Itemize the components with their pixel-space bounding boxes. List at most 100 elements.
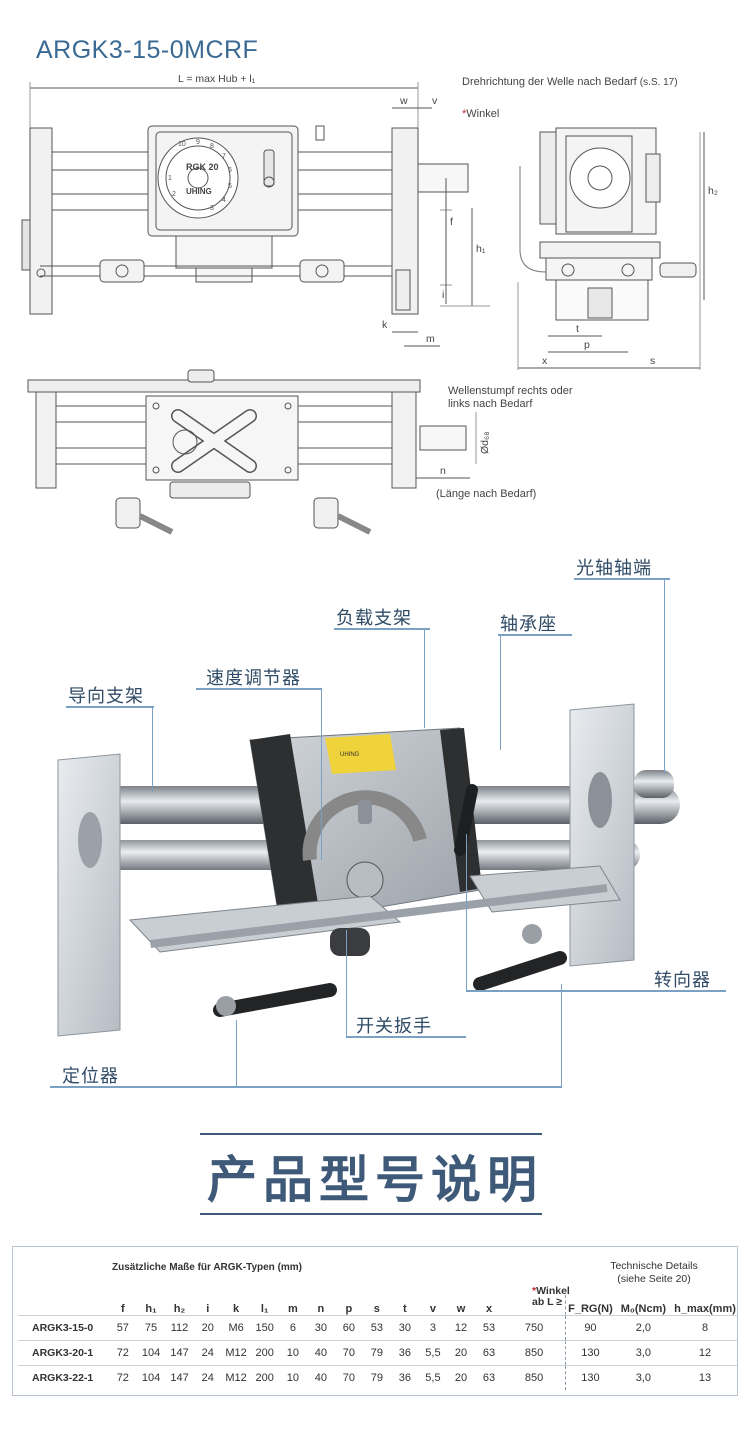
winkel-header-line: ab L ≥ (532, 1296, 563, 1308)
table-cell: 53 (362, 1314, 391, 1340)
table-cell: 36 (390, 1339, 419, 1365)
table-cell-tech: 130 (565, 1364, 615, 1390)
dial-number: 2 (172, 191, 176, 198)
table-cell: 150 (250, 1314, 279, 1340)
table-cell: 6 (278, 1314, 307, 1340)
table-cell: 10 (278, 1339, 307, 1365)
leader-line (346, 930, 347, 1036)
header-hmax: h_max(mm) (674, 1302, 736, 1315)
header-m0: M₀(Ncm) (620, 1302, 667, 1315)
leader-line (500, 634, 501, 750)
dim-f: f (450, 216, 453, 228)
dial-brand: UHING (186, 187, 212, 196)
dim-k: k (382, 319, 388, 331)
label-bearing-seat: 轴承座 (500, 614, 557, 634)
dial-number: 5 (228, 183, 232, 190)
leader-line (561, 984, 562, 1086)
table-cell: 40 (306, 1339, 335, 1365)
table-row: ARGK3-22-1 72 104 147 24 M12 200 10 40 7… (18, 1364, 738, 1390)
table-cell: M12 (221, 1364, 251, 1390)
label-underline (466, 990, 726, 992)
table-cell: 12 (447, 1314, 476, 1340)
dim-m: m (426, 333, 435, 345)
header-w: w (456, 1302, 466, 1315)
header-n: n (317, 1302, 325, 1315)
label-underline (574, 578, 670, 580)
label-underline (498, 634, 572, 636)
dim-h2: h₂ (708, 185, 718, 197)
table-cell: 60 (334, 1314, 363, 1340)
shaft-note-line: Wellenstumpf rechts oder (448, 385, 573, 397)
table-cell-winkel: 850 (503, 1364, 566, 1390)
table-cell: 200 (250, 1339, 279, 1365)
header-h1: h₁ (145, 1302, 157, 1315)
label-reverser: 转向器 (654, 970, 711, 990)
table-cell-tech: 3,0 (614, 1364, 673, 1390)
label-underline (334, 628, 430, 630)
winkel-note-text: Winkel (466, 108, 500, 120)
heading-rule-top (200, 1133, 542, 1135)
table-cell: M12 (221, 1339, 251, 1365)
spec-table: f h₁ h₂ i k l₁ m n p s t v w x F_RG(N) M… (18, 1295, 738, 1390)
header-i: i (206, 1302, 210, 1315)
photo-label-text: UHING (340, 752, 360, 758)
rotation-note-ref: (s.S. 17) (639, 77, 678, 88)
winkel-header-line: Winkel (536, 1285, 570, 1297)
table-cell: 53 (475, 1314, 504, 1340)
table-cell: 79 (362, 1364, 391, 1390)
cell-model: ARGK3-20-1 (18, 1339, 109, 1365)
dial-number: 9 (196, 139, 200, 146)
label-guide-bracket: 导向支架 (68, 686, 144, 706)
dial-number: 4 (222, 197, 226, 204)
dim-h1: h₁ (476, 243, 486, 255)
table-cell-winkel: 750 (503, 1314, 566, 1340)
table-caption-left: Zusätzliche Maße für ARGK-Typen (mm) (112, 1262, 303, 1273)
table-cell: 70 (334, 1339, 363, 1365)
header-m: m (288, 1302, 298, 1315)
table-cell: M6 (221, 1314, 251, 1340)
leader-line (152, 706, 153, 792)
header-frg: F_RG(N) (565, 1295, 615, 1315)
header-v: v (429, 1302, 436, 1315)
dial-number: 10 (178, 141, 186, 148)
dim-v: v (432, 95, 438, 107)
table-cell: 36 (390, 1364, 419, 1390)
caption-right-line: Technische Details (610, 1260, 698, 1272)
table-caption-right: Technische Details (siehe Seite 20) (594, 1260, 714, 1286)
table-cell: 147 (165, 1364, 194, 1390)
table-header-row: f h₁ h₂ i k l₁ m n p s t v w x F_RG(N) M… (18, 1295, 738, 1315)
table-cell: 20 (447, 1364, 476, 1390)
header-p: p (345, 1302, 353, 1315)
dim-t: t (576, 323, 579, 335)
dial-number: 6 (228, 167, 232, 174)
table-row: ARGK3-20-1 72 104 147 24 M12 200 10 40 7… (18, 1339, 738, 1365)
dim-i: i (442, 289, 444, 301)
table-cell: 63 (475, 1339, 504, 1365)
table-row: ARGK3-15-0 57 75 112 20 M6 150 6 30 60 5… (18, 1314, 738, 1340)
table-cell: 104 (136, 1339, 166, 1365)
dim-x: x (542, 355, 548, 367)
leader-line (424, 628, 425, 728)
header-l1: l₁ (260, 1302, 269, 1315)
table-cell: 30 (390, 1314, 419, 1340)
label-positioner: 定位器 (62, 1066, 119, 1086)
header-s: s (373, 1302, 380, 1315)
table-cell: 200 (250, 1364, 279, 1390)
label-load-bracket: 负载支架 (336, 608, 412, 628)
dim-s: s (650, 355, 655, 367)
header-k: k (233, 1302, 240, 1315)
leader-line (664, 578, 665, 774)
label-underline (50, 1086, 562, 1088)
rotation-note-text: Drehrichtung der Welle nach Bedarf (462, 76, 637, 88)
table-cell: 20 (447, 1339, 476, 1365)
table-cell: 72 (108, 1364, 137, 1390)
page-title: ARGK3-15-0MCRF (36, 36, 259, 64)
dim-n: n (440, 465, 446, 477)
dial-model: RGK 20 (186, 162, 219, 172)
table-cell-tech: 12 (672, 1339, 738, 1365)
table-cell-tech: 90 (565, 1314, 615, 1340)
table-cell: 10 (278, 1364, 307, 1390)
winkel-note: *Winkel (462, 108, 499, 121)
table-cell-tech: 13 (672, 1364, 738, 1390)
label-underline (346, 1036, 466, 1038)
